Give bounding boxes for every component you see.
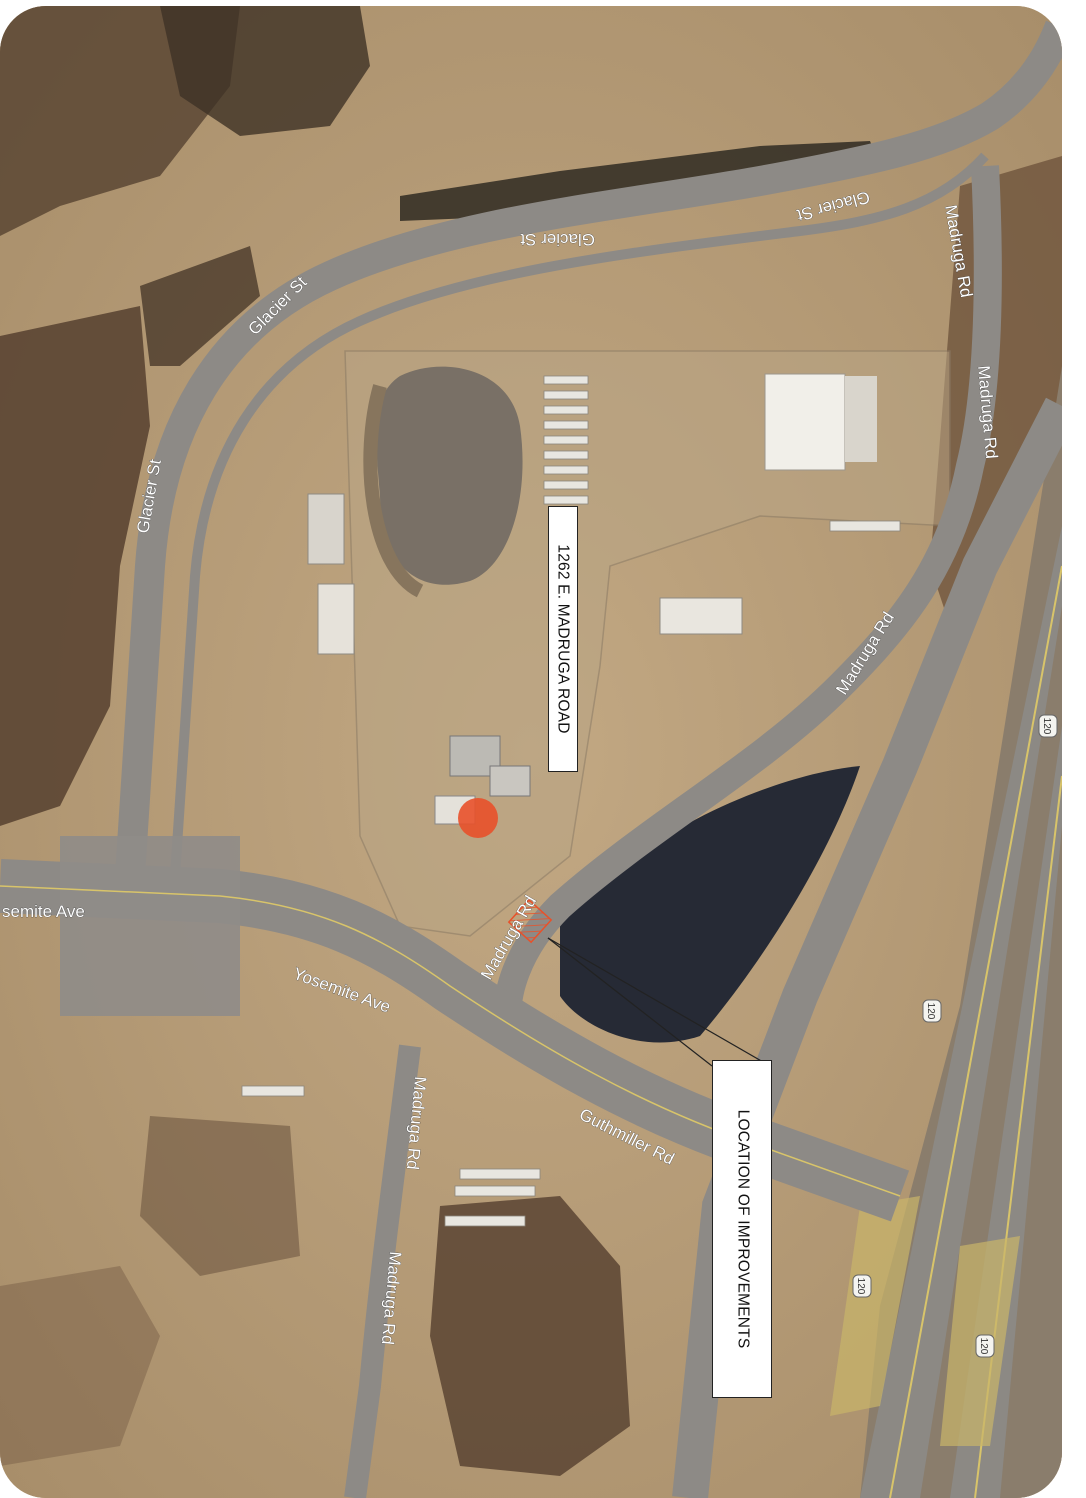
site-address-callout: 1262 E. MADRUGA ROAD xyxy=(548,506,578,772)
overpass-1 xyxy=(830,1196,920,1416)
vegetation-bottom-strip xyxy=(0,1266,160,1466)
svg-text:120: 120 xyxy=(978,1338,989,1355)
vegetation-top-strip xyxy=(400,141,880,221)
warehouse-building xyxy=(764,373,846,471)
highway-median-line xyxy=(889,565,1062,1498)
highway-120-northbound xyxy=(860,526,1062,1498)
svg-text:120: 120 xyxy=(855,1278,866,1295)
improvements-label: LOCATION OF IMPROVEMENTS xyxy=(734,1109,752,1349)
shed-2 xyxy=(317,583,355,655)
shed-1 xyxy=(307,493,345,565)
trailer-row xyxy=(241,375,901,1227)
site-address-label: 1262 E. MADRUGA ROAD xyxy=(555,544,573,734)
vegetation-bottom-center xyxy=(430,1196,630,1476)
vegetation-top-center xyxy=(160,6,370,136)
svg-text:120: 120 xyxy=(925,1003,936,1020)
aerial-map-svg: Glacier St Glacier St Glacier St Glacier… xyxy=(0,6,1062,1498)
shield-120-a: 120 xyxy=(1038,714,1058,738)
label-glacier-top-1: Glacier St xyxy=(520,230,595,249)
svg-text:120: 120 xyxy=(1041,718,1052,735)
aerial-map: Glacier St Glacier St Glacier St Glacier… xyxy=(0,6,1062,1498)
callout-leader-2 xyxy=(547,937,771,1067)
yosemite-center-line xyxy=(0,885,901,1197)
glacier-st-inner xyxy=(170,152,989,877)
label-yosemite-left: semite Ave xyxy=(2,902,85,921)
shield-120-c: 120 xyxy=(852,1274,872,1298)
madruga-rd-south xyxy=(344,1044,421,1498)
shield-120-d: 120 xyxy=(975,1334,995,1358)
vegetation-left-upper xyxy=(140,246,260,366)
glacier-st xyxy=(115,20,1062,877)
improvements-area xyxy=(507,898,553,944)
improvements-callout: LOCATION OF IMPROVEMENTS xyxy=(712,1060,772,1398)
canopy-building xyxy=(659,597,743,635)
warehouse-annex xyxy=(845,376,877,462)
shield-120-b: 120 xyxy=(922,999,942,1023)
vegetation-left xyxy=(0,306,150,826)
callout-leader-1 xyxy=(547,937,713,1067)
vegetation-bottom-left xyxy=(140,1116,300,1276)
intersection-pad xyxy=(60,836,240,1016)
site-marker xyxy=(458,798,498,838)
junction-pond xyxy=(560,766,860,1043)
